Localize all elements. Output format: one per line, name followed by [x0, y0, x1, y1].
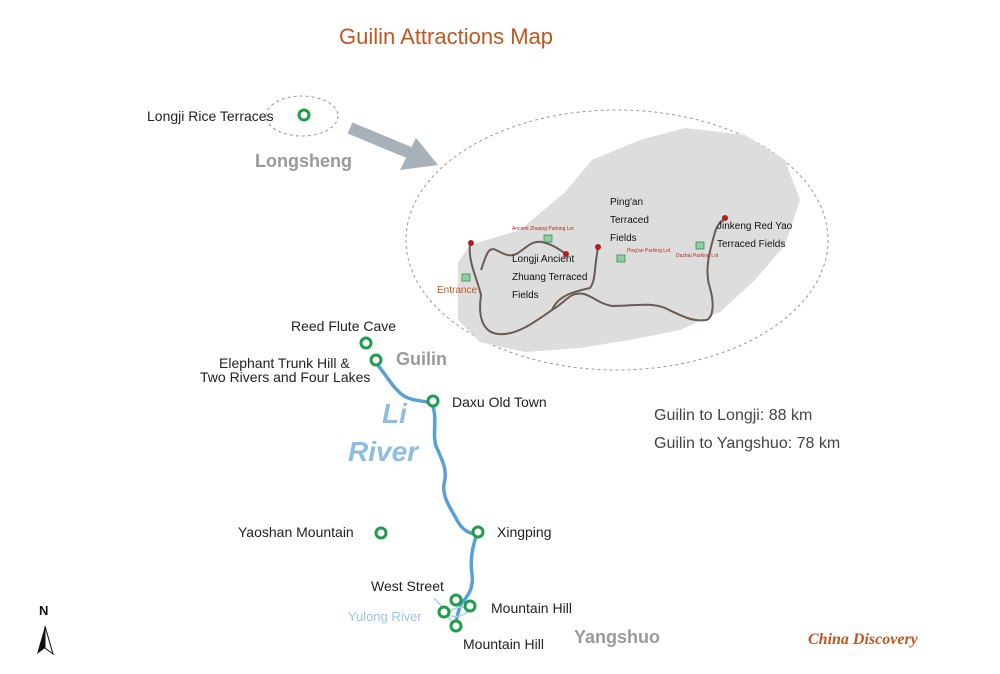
inset-road	[468, 217, 726, 336]
north-label: N	[39, 603, 49, 618]
distance-info: Guilin to Longji: 88 km Guilin to Yangsh…	[654, 402, 840, 458]
longji-highlight-ellipse	[265, 95, 339, 137]
poi-dot-icon	[468, 240, 474, 246]
daxu-old-town-label[interactable]: Daxu Old Town	[452, 394, 547, 410]
attraction-marker-icon	[426, 394, 440, 408]
inset-longji-ancient-line: Zhuang Terraced	[512, 272, 588, 283]
distance-line: Guilin to Longji: 88 km	[654, 407, 813, 424]
inset-entrance-label: Entrance	[437, 285, 478, 296]
brand-logo: China Discovery	[808, 631, 918, 648]
inset-terrain	[458, 128, 800, 352]
attraction-marker-icon	[449, 619, 463, 633]
attraction-marker-icon	[437, 605, 451, 619]
distance-line: Guilin to Yangshuo: 78 km	[654, 435, 841, 452]
xingping-label[interactable]: Xingping	[497, 524, 552, 540]
parking-label: Dazhai Parking Lot	[676, 253, 719, 259]
attraction-marker-icon	[297, 108, 311, 122]
inset-longji-ancient-label: Longji Ancient Zhuang Terraced Fields	[512, 251, 587, 305]
inset-longji-ancient-line: Fields	[512, 290, 539, 301]
inset-jinkeng-line: Terraced Fields	[717, 239, 786, 250]
region-yangshuo: Yangshuo	[574, 627, 661, 647]
attraction-marker-icon	[471, 525, 485, 539]
inset-pingan-line: Ping'an	[610, 197, 644, 208]
attraction-marker-icon	[359, 336, 373, 350]
parking-icon	[616, 254, 626, 263]
mountain-hill-label[interactable]: Mountain Hill	[491, 600, 572, 616]
elephant-trunk-hill-label[interactable]: Elephant Trunk Hill &	[219, 355, 350, 371]
attraction-marker-icon	[463, 599, 477, 613]
direction-arrow-icon	[347, 122, 438, 170]
poi-dot-icon	[595, 244, 601, 250]
li-river-label-line2: River	[348, 436, 419, 467]
region-longsheng: Longsheng	[255, 151, 352, 171]
inset-longji-ancient-line: Longji Ancient	[512, 254, 575, 265]
parking-label: Ancient Zhuang Parking Lot	[512, 226, 574, 232]
inset-road-branch-1	[480, 240, 567, 271]
mountain-hill-label[interactable]: Mountain Hill	[463, 636, 544, 652]
attraction-marker-icon	[374, 526, 388, 540]
inset-pingan-label: Ping'an Terraced Fields	[610, 194, 649, 248]
west-street-label[interactable]: West Street	[371, 578, 444, 594]
parking-label: Ping'an Parking Lot	[627, 248, 671, 254]
parking-icon	[461, 273, 471, 282]
inset-pingan-line: Fields	[610, 233, 637, 244]
li-river-line	[372, 359, 480, 628]
reed-flute-cave-label[interactable]: Reed Flute Cave	[291, 318, 397, 334]
parking-icon	[695, 241, 705, 250]
inset-road-branch-2	[551, 247, 599, 311]
longji-rice-terraces-label[interactable]: Longji Rice Terraces	[147, 108, 274, 124]
li-river-label-line1: Li	[382, 398, 407, 429]
region-guilin: Guilin	[396, 349, 447, 369]
poi-dot-icon	[563, 251, 569, 257]
attraction-marker-icon	[369, 353, 383, 367]
inset-jinkeng-line: Jinkeng Red Yao	[717, 221, 793, 232]
attraction-marker-icon	[449, 593, 463, 607]
inset-pingan-line: Terraced	[610, 215, 649, 226]
parking-icon	[543, 234, 553, 243]
yaoshan-mountain-label[interactable]: Yaoshan Mountain	[238, 524, 354, 540]
two-rivers-four-lakes-label[interactable]: Two Rivers and Four Lakes	[200, 369, 371, 385]
yulong-river-label: Yulong River	[348, 609, 422, 624]
poi-dot-icon	[722, 215, 728, 221]
map-title: Guilin Attractions Map	[339, 24, 553, 49]
inset-jinkeng-label: Jinkeng Red Yao Terraced Fields	[717, 218, 792, 254]
north-arrow-icon	[37, 625, 54, 656]
